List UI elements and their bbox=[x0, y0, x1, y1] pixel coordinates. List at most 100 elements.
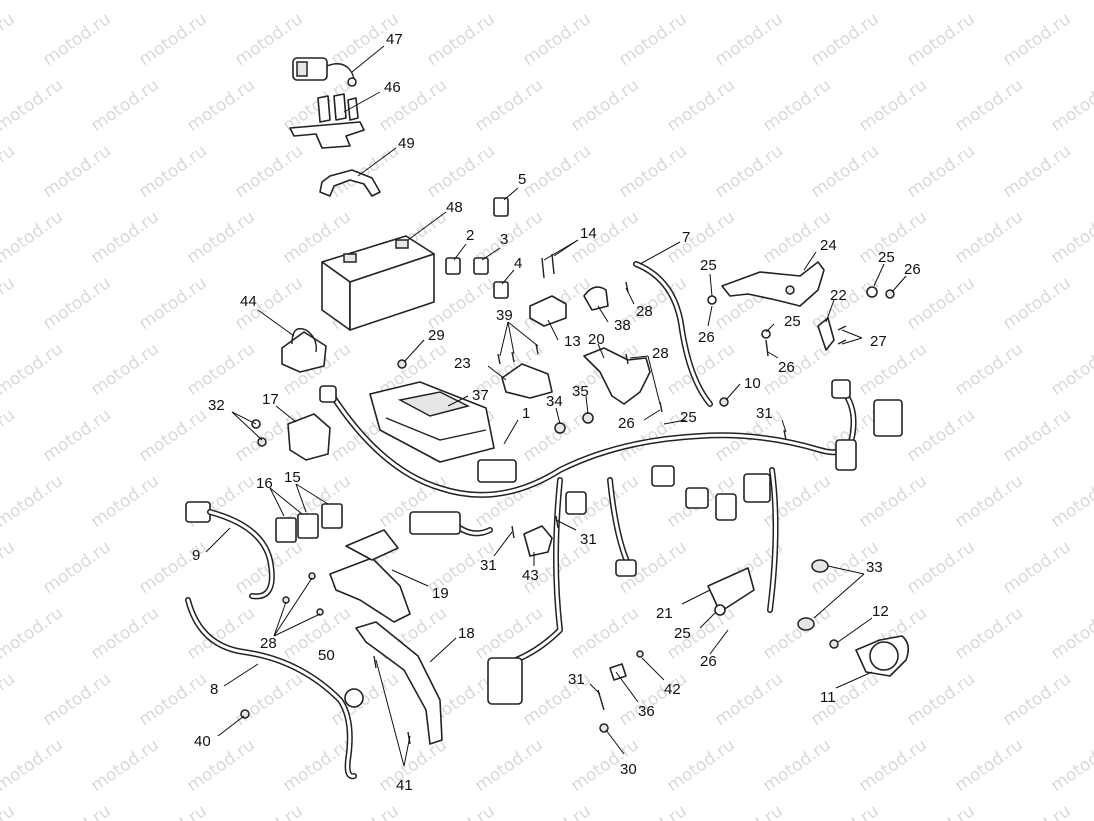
watermark-text: motod.ru bbox=[807, 141, 882, 202]
watermark-text: motod.ru bbox=[615, 141, 690, 202]
watermark-text: motod.ru bbox=[999, 273, 1074, 334]
watermark-text: motod.ru bbox=[423, 801, 498, 821]
watermark-text: motod.ru bbox=[855, 735, 930, 796]
part-cover-19 bbox=[329, 529, 411, 623]
part-cable-9 bbox=[185, 501, 275, 600]
part-bracket-20 bbox=[583, 347, 651, 405]
callout-25-top: 25 bbox=[700, 257, 717, 274]
watermark-text: motod.ru bbox=[903, 405, 978, 466]
watermark-text: motod.ru bbox=[519, 141, 594, 202]
callout-31-right: 31 bbox=[756, 405, 773, 422]
watermark-text: motod.ru bbox=[135, 801, 210, 821]
callout-31-mid: 31 bbox=[580, 531, 597, 548]
watermark-text: motod.ru bbox=[471, 0, 546, 4]
parts-layer bbox=[185, 57, 910, 780]
part-38 bbox=[583, 286, 609, 311]
watermark-text: motod.ru bbox=[615, 9, 690, 70]
watermark-text: motod.ru bbox=[663, 0, 738, 4]
callout-12: 12 bbox=[872, 603, 889, 620]
part-pins-14 bbox=[541, 253, 555, 279]
watermark-text: motod.ru bbox=[1047, 339, 1094, 400]
part-battery-48 bbox=[321, 235, 435, 331]
callout-14: 14 bbox=[580, 225, 597, 242]
watermark-text: motod.ru bbox=[87, 207, 162, 268]
part-cable-8 bbox=[185, 597, 364, 780]
watermark-text: motod.ru bbox=[951, 75, 1026, 136]
watermark-text: motod.ru bbox=[0, 405, 19, 466]
watermark-text: motod.ru bbox=[999, 537, 1074, 598]
watermark-text: motod.ru bbox=[903, 141, 978, 202]
part-harness-1 bbox=[327, 387, 857, 663]
watermark-text: motod.ru bbox=[903, 801, 978, 821]
callout-47: 47 bbox=[386, 31, 403, 48]
callout-33: 33 bbox=[866, 559, 883, 576]
callout-44: 44 bbox=[240, 293, 257, 310]
leader-lines bbox=[205, 45, 907, 767]
watermark-text: motod.ru bbox=[711, 669, 786, 730]
watermark-text: motod.ru bbox=[999, 669, 1074, 730]
watermark-text: motod.ru bbox=[951, 339, 1026, 400]
callout-49: 49 bbox=[398, 135, 415, 152]
part-relays-15-16 bbox=[275, 503, 343, 543]
watermark-text: motod.ru bbox=[903, 273, 978, 334]
watermark-text: motod.ru bbox=[375, 735, 450, 796]
part-ecu-37 bbox=[369, 381, 495, 463]
watermark-text: motod.ru bbox=[759, 339, 834, 400]
watermark-text: motod.ru bbox=[855, 0, 930, 4]
watermark-text: motod.ru bbox=[327, 801, 402, 821]
callout-38: 38 bbox=[614, 317, 631, 334]
callout-1: 1 bbox=[522, 405, 530, 422]
watermark-text: motod.ru bbox=[855, 471, 930, 532]
callout-15: 15 bbox=[284, 469, 301, 486]
watermark-text: motod.ru bbox=[519, 801, 594, 821]
callout-29: 29 bbox=[428, 327, 445, 344]
watermark-text: motod.ru bbox=[759, 0, 834, 4]
callout-9: 9 bbox=[192, 547, 200, 564]
part-bracket-18 bbox=[355, 621, 443, 745]
watermark-text: motod.ru bbox=[0, 207, 67, 268]
watermark-text: motod.ru bbox=[663, 735, 738, 796]
callout-31-left: 31 bbox=[480, 557, 497, 574]
watermark-text: motod.ru bbox=[1047, 603, 1094, 664]
watermark-text: motod.ru bbox=[279, 0, 354, 4]
callout-26-center: 26 bbox=[618, 415, 635, 432]
watermark-text: motod.ru bbox=[567, 0, 642, 4]
watermark-text: motod.ru bbox=[519, 9, 594, 70]
watermark-text: motod.ru bbox=[951, 0, 1026, 4]
watermark-text: motod.ru bbox=[39, 669, 114, 730]
part-23 bbox=[501, 363, 553, 399]
part-relay-17 bbox=[251, 413, 331, 461]
watermark-text: motod.ru bbox=[0, 9, 19, 70]
watermark-text: motod.ru bbox=[231, 141, 306, 202]
watermark-text: motod.ru bbox=[1047, 471, 1094, 532]
callout-11: 11 bbox=[820, 689, 836, 706]
callout-24: 24 bbox=[820, 237, 837, 254]
watermark-text: motod.ru bbox=[87, 603, 162, 664]
watermark-text: motod.ru bbox=[807, 669, 882, 730]
watermark-text: motod.ru bbox=[135, 669, 210, 730]
watermark-text: motod.ru bbox=[999, 141, 1074, 202]
callout-7: 7 bbox=[682, 229, 690, 246]
watermark-text: motod.ru bbox=[615, 801, 690, 821]
callout-28-top: 28 bbox=[636, 303, 653, 320]
part-plate-21 bbox=[707, 567, 755, 616]
callout-22: 22 bbox=[830, 287, 847, 304]
part-43 bbox=[523, 525, 553, 557]
watermark-text: motod.ru bbox=[87, 471, 162, 532]
watermark-text: motod.ru bbox=[135, 9, 210, 70]
watermark-text: motod.ru bbox=[0, 0, 67, 4]
callout-48: 48 bbox=[446, 199, 463, 216]
watermark-text: motod.ru bbox=[951, 471, 1026, 532]
callout-5: 5 bbox=[518, 171, 526, 188]
watermark-text: motod.ru bbox=[567, 603, 642, 664]
callout-32: 32 bbox=[208, 397, 225, 414]
watermark-text: motod.ru bbox=[567, 75, 642, 136]
watermark-text: motod.ru bbox=[807, 801, 882, 821]
watermark-text: motod.ru bbox=[951, 207, 1026, 268]
callout-42: 42 bbox=[664, 681, 681, 698]
watermark-text: motod.ru bbox=[327, 141, 402, 202]
watermark-text: motod.ru bbox=[471, 75, 546, 136]
watermark-text: motod.ru bbox=[87, 75, 162, 136]
